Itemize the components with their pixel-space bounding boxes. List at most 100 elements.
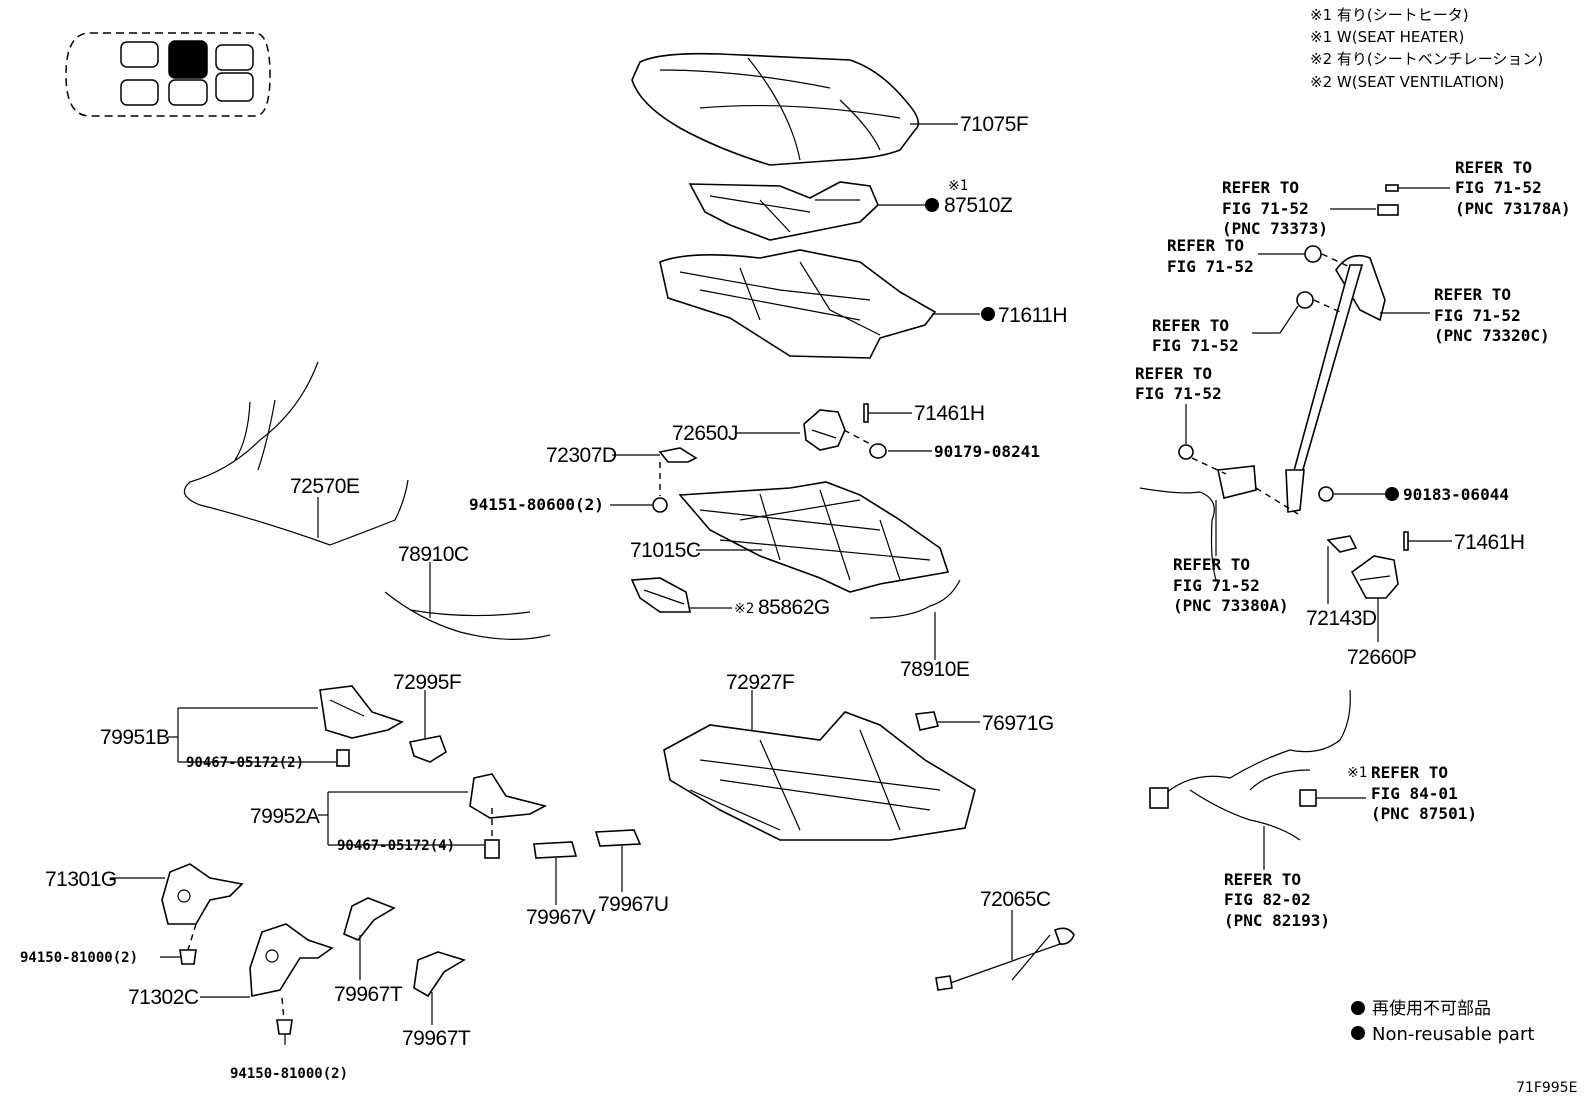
cover-79951B[interactable] (319, 685, 404, 739)
cover-72660P[interactable] (1350, 555, 1399, 599)
clip-94150-b[interactable] (276, 1019, 293, 1035)
part-label-72995F: 72995F (393, 671, 461, 694)
part-label-78910E: 78910E (900, 658, 970, 681)
legend-en: Non-reusable part (1372, 1024, 1534, 1045)
refer-nut-e[interactable] (1178, 444, 1194, 460)
rod-72065C[interactable] (935, 927, 1075, 991)
refer-block-9: REFER TO FIG 82-02 (PNC 82193) (1224, 870, 1330, 930)
cover-79967T-a[interactable] (343, 897, 396, 941)
refer-nut-d[interactable] (1296, 291, 1314, 309)
part-label-79967T-b: 79967T (402, 1027, 471, 1050)
non-reusable-dot (925, 198, 939, 212)
bracket-72995F[interactable] (408, 735, 447, 763)
refer-bolt-b[interactable] (1385, 184, 1399, 192)
seat-heater[interactable] (688, 181, 879, 241)
pad-79967U[interactable] (594, 829, 642, 847)
refer-line: REFER TO (1371, 763, 1448, 782)
clip-90467-b[interactable] (484, 839, 500, 859)
part-label-71301G: 71301G (45, 868, 117, 891)
part-label-90467-05172-4: 90467-05172(4) (337, 838, 455, 854)
part-label-72307D: 72307D (546, 444, 617, 467)
seat-belt-assembly[interactable] (1217, 254, 1386, 513)
seat-pan[interactable] (663, 711, 976, 841)
clip-94151[interactable] (652, 497, 668, 513)
refer-line: REFER TO (1222, 178, 1299, 197)
refer-nut-c[interactable] (1304, 245, 1322, 263)
part-label-71015C: 71015C (630, 539, 701, 562)
refer-line: REFER TO (1455, 158, 1532, 177)
part-label-72065C: 72065C (980, 888, 1051, 911)
clip-71461H-b[interactable] (1403, 531, 1409, 551)
hinge-71302C[interactable] (249, 923, 334, 997)
wire-harness[interactable] (1149, 689, 1351, 841)
refer-block-8: ※1 REFER TO FIG 84-01 (PNC 87501) (1347, 763, 1477, 823)
bracket-72143D[interactable] (1326, 535, 1358, 553)
clip-71461H[interactable] (863, 403, 869, 423)
cover-79952A[interactable] (469, 773, 548, 819)
part-label-94150-81000-a: 94150-81000(2) (20, 950, 138, 966)
part-label-78910C: 78910C (398, 543, 469, 566)
refer-line: FIG 82-02 (1224, 890, 1311, 909)
refer-line: REFER TO (1167, 236, 1244, 255)
part-label-79951B: 79951B (100, 726, 169, 749)
refer-line: FIG 71-52 (1455, 178, 1542, 197)
note-marker: ※1 (948, 178, 968, 194)
cable-78910E[interactable] (869, 579, 961, 619)
seat-cushion-cover[interactable] (631, 52, 920, 166)
part-label-71075F: 71075F (960, 113, 1028, 136)
part-label-79967V: 79967V (526, 906, 596, 929)
legend: 再使用不可部品 Non-reusable part (1351, 998, 1534, 1045)
refer-line: (PNC 73320C) (1434, 326, 1550, 345)
refer-line: REFER TO (1135, 364, 1212, 383)
part-label-71461H: 71461H (914, 402, 985, 425)
selected-seat-marker (168, 40, 208, 79)
cable-72570E[interactable] (183, 361, 409, 546)
part-label-72650J: 72650J (672, 422, 738, 445)
refer-line: (PNC 73380A) (1173, 596, 1289, 615)
nut-90179[interactable] (869, 443, 887, 459)
non-reusable-dot (981, 307, 995, 321)
seat-frame[interactable] (678, 481, 950, 593)
part-label-72143D: 72143D (1306, 607, 1377, 630)
refer-bolt-a[interactable] (1377, 204, 1399, 216)
refer-line: (PNC 73373) (1222, 219, 1328, 238)
note-marker: ※1 (1347, 765, 1367, 781)
refer-block-3: REFER TO FIG 71-52 (1167, 236, 1254, 276)
note-line: ※2 W(SEAT VENTILATION) (1310, 73, 1504, 91)
clip-90467-a[interactable] (336, 749, 350, 767)
seat-cushion-pad[interactable] (659, 249, 937, 359)
refer-line: REFER TO (1224, 870, 1301, 889)
note-line: ※2 有り(シートベンチレーション) (1310, 50, 1543, 68)
part-label-76971G: 76971G (982, 712, 1054, 735)
part-label-71302C: 71302C (128, 986, 199, 1009)
part-label-79967T-a: 79967T (334, 983, 403, 1006)
refer-line: (PNC 87501) (1371, 804, 1477, 823)
seat-locator-icon (65, 32, 271, 117)
cover-79967T-b[interactable] (413, 951, 466, 998)
part-label-72570E: 72570E (290, 475, 360, 498)
part-label-71461H-b: 71461H (1454, 531, 1525, 554)
cover-72650J[interactable] (803, 409, 846, 451)
hinge-71301G[interactable] (161, 863, 244, 925)
refer-line: REFER TO (1152, 316, 1229, 335)
ventilation-fan[interactable] (630, 577, 691, 613)
refer-line: FIG 71-52 (1152, 336, 1239, 355)
non-reusable-dot (1351, 1001, 1365, 1015)
note-line: ※1 有り(シートヒータ) (1310, 6, 1469, 24)
nut-90183[interactable] (1318, 486, 1334, 502)
pad-79967V[interactable] (533, 841, 578, 859)
refer-line: FIG 84-01 (1371, 784, 1458, 803)
clip-76971G[interactable] (915, 711, 940, 731)
part-label-79967U: 79967U (598, 893, 669, 916)
bracket-72307D[interactable] (658, 447, 698, 463)
part-label-72660P: 72660P (1347, 646, 1416, 669)
part-label-72927F: 72927F (726, 671, 794, 694)
option-notes: ※1 有り(シートヒータ) ※1 W(SEAT HEATER) ※2 有り(シー… (1310, 6, 1543, 91)
refer-block-7: REFER TO FIG 71-52 (PNC 73380A) (1173, 555, 1289, 615)
figure-code: 71F995E (1516, 1080, 1577, 1096)
cable-78910C[interactable] (384, 591, 551, 640)
clip-94150-a[interactable] (179, 949, 197, 965)
refer-line: FIG 71-52 (1135, 384, 1222, 403)
refer-line: FIG 71-52 (1167, 257, 1254, 276)
part-label-90179-08241: 90179-08241 (934, 442, 1040, 461)
